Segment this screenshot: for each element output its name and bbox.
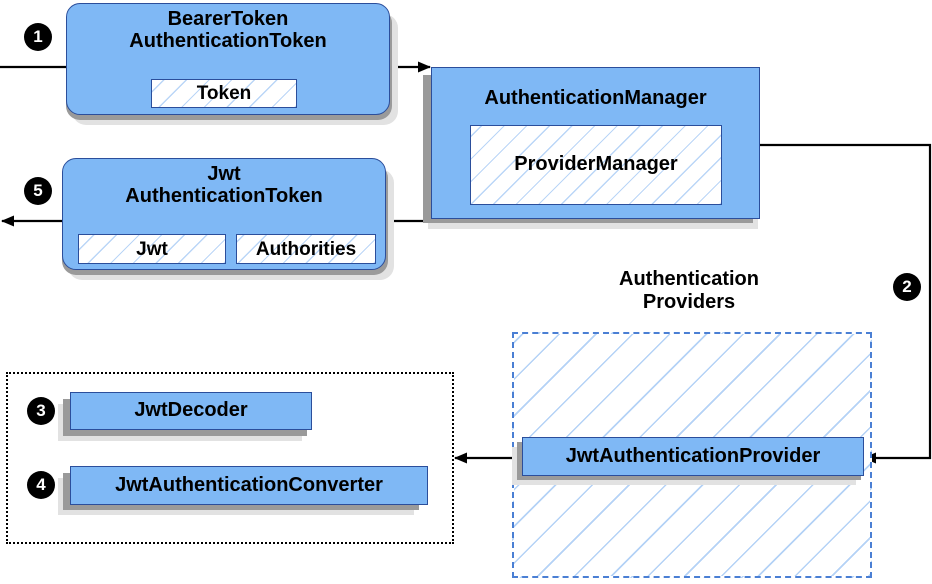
- step-badge-5: 5: [25, 178, 51, 204]
- step-badge-1: 1: [25, 24, 51, 50]
- step-badge-2: 2: [894, 274, 920, 300]
- jwt-decoder-block[interactable]: [70, 392, 312, 430]
- jwt-token-inner-authorities-box: [236, 234, 376, 264]
- jwt-authentication-converter-block[interactable]: [70, 466, 428, 505]
- bearer-token-inner-token-box: [151, 79, 297, 108]
- step-badge-3: 3: [28, 398, 54, 424]
- jwt-authentication-provider-block[interactable]: [522, 437, 864, 476]
- jwt-support-region: [6, 372, 454, 544]
- authentication-providers-label: Authentication Providers: [619, 268, 759, 313]
- jwt-token-inner-jwt-box: [78, 234, 226, 264]
- step-badge-4: 4: [28, 472, 54, 498]
- authentication-manager-inner-provider-manager-box: [470, 125, 722, 205]
